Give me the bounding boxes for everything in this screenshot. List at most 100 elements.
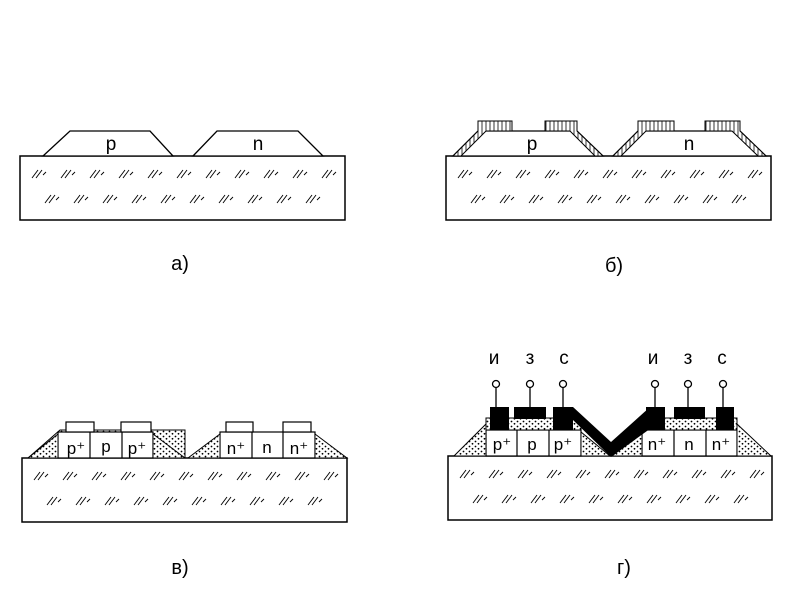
glass-texture-mark (189, 473, 194, 478)
substrate (19, 155, 346, 221)
glass-texture-mark (488, 469, 496, 479)
glass-texture-mark (586, 471, 591, 476)
glass-texture-mark (327, 471, 335, 481)
glass-texture-mark (205, 169, 213, 179)
glass-texture-mark (166, 496, 174, 506)
glass-texture-mark (731, 194, 739, 204)
glass-texture-mark (749, 469, 757, 479)
glass-texture-mark (729, 171, 734, 176)
glass-texture-mark (160, 473, 165, 478)
glass-texture-mark (231, 498, 236, 503)
glass-texture-mark (503, 194, 511, 204)
glass-texture-mark (305, 473, 310, 478)
glass-texture-mark (621, 494, 629, 504)
terminal-label: с (717, 348, 727, 369)
substrate-body (19, 155, 346, 221)
metal-contact (514, 407, 546, 419)
glass-texture-mark (486, 169, 494, 179)
glass-texture-mark (559, 494, 567, 504)
oxide-layer (452, 422, 487, 457)
glass-texture-mark (334, 473, 339, 478)
glass-texture-mark (628, 496, 633, 501)
glass-texture-mark (144, 498, 149, 503)
glass-texture-mark (79, 496, 87, 506)
glass-texture-mark (501, 494, 509, 504)
glass-texture-mark (200, 196, 205, 201)
glass-texture-mark (332, 171, 337, 176)
glass-texture-mark (158, 171, 163, 176)
glass-texture-mark (476, 494, 484, 504)
glass-texture-mark (722, 169, 730, 179)
glass-texture-mark (517, 469, 525, 479)
panel-g: и з с и з с p⁺ p p⁺ n⁺ n n⁺ г) (447, 348, 773, 579)
glass-texture-mark (64, 169, 72, 179)
caption-a: а) (171, 253, 189, 275)
glass-texture-mark (60, 169, 68, 179)
oxide-layer (152, 433, 187, 459)
glass-texture-mark (586, 194, 594, 204)
glass-texture-mark (171, 196, 176, 201)
glass-texture-mark (73, 473, 78, 478)
glass-texture-mark (599, 496, 604, 501)
glass-texture-mark (234, 169, 242, 179)
metal-interconnect (573, 407, 665, 457)
glass-texture-mark (753, 469, 761, 479)
glass-texture-mark (251, 194, 259, 204)
glass-texture-mark (102, 473, 107, 478)
substrate (445, 155, 772, 221)
glass-texture-mark (660, 169, 668, 179)
glass-texture-mark (673, 194, 681, 204)
contact-pad (120, 421, 152, 433)
glass-texture-mark (325, 169, 333, 179)
mask-layer (544, 120, 605, 157)
glass-texture-mark (648, 194, 656, 204)
glass-texture-mark (247, 194, 255, 204)
glass-texture-mark (664, 169, 672, 179)
glass-texture-mark (321, 169, 329, 179)
glass-texture-mark (120, 471, 128, 481)
glass-texture-mark (662, 469, 670, 479)
glass-texture-mark (731, 471, 736, 476)
glass-texture-mark (713, 196, 718, 201)
glass-texture-mark (202, 498, 207, 503)
region-label: n (262, 438, 271, 457)
mask-layer (611, 120, 675, 157)
glass-texture-mark (575, 469, 583, 479)
glass-texture-mark (563, 494, 571, 504)
glass-texture-mark (224, 496, 232, 506)
glass-texture-mark (191, 496, 199, 506)
glass-texture-mark (122, 169, 130, 179)
glass-texture-mark (160, 194, 168, 204)
glass-texture-mark (490, 169, 498, 179)
region-label: n⁺ (648, 435, 666, 454)
caption-v: в) (171, 557, 188, 579)
glass-texture-mark (269, 471, 277, 481)
glass-texture-mark (528, 194, 536, 204)
glass-texture-mark (265, 471, 273, 481)
glass-texture-mark (193, 194, 201, 204)
p-region-label: p (527, 134, 538, 155)
glass-texture-mark (287, 196, 292, 201)
glass-texture-mark (483, 496, 488, 501)
metal-contact (490, 407, 509, 430)
metal-contact (716, 407, 734, 430)
glass-texture-mark (62, 471, 70, 481)
glass-texture-mark (673, 471, 678, 476)
glass-texture-mark (195, 496, 203, 506)
mask-layer (451, 120, 513, 157)
glass-texture-mark (151, 169, 159, 179)
glass-texture-mark (180, 169, 188, 179)
glass-texture-mark (66, 471, 74, 481)
glass-texture-mark (604, 469, 612, 479)
glass-texture-mark (278, 496, 286, 506)
glass-texture-mark (689, 169, 697, 179)
glass-texture-mark (147, 169, 155, 179)
glass-texture-mark (187, 171, 192, 176)
glass-texture-mark (519, 169, 527, 179)
glass-texture-mark (222, 194, 230, 204)
glass-texture-mark (71, 171, 76, 176)
glass-texture-mark (220, 496, 228, 506)
glass-texture-mark (459, 469, 467, 479)
glass-texture-mark (50, 496, 58, 506)
glass-texture-mark (602, 169, 610, 179)
